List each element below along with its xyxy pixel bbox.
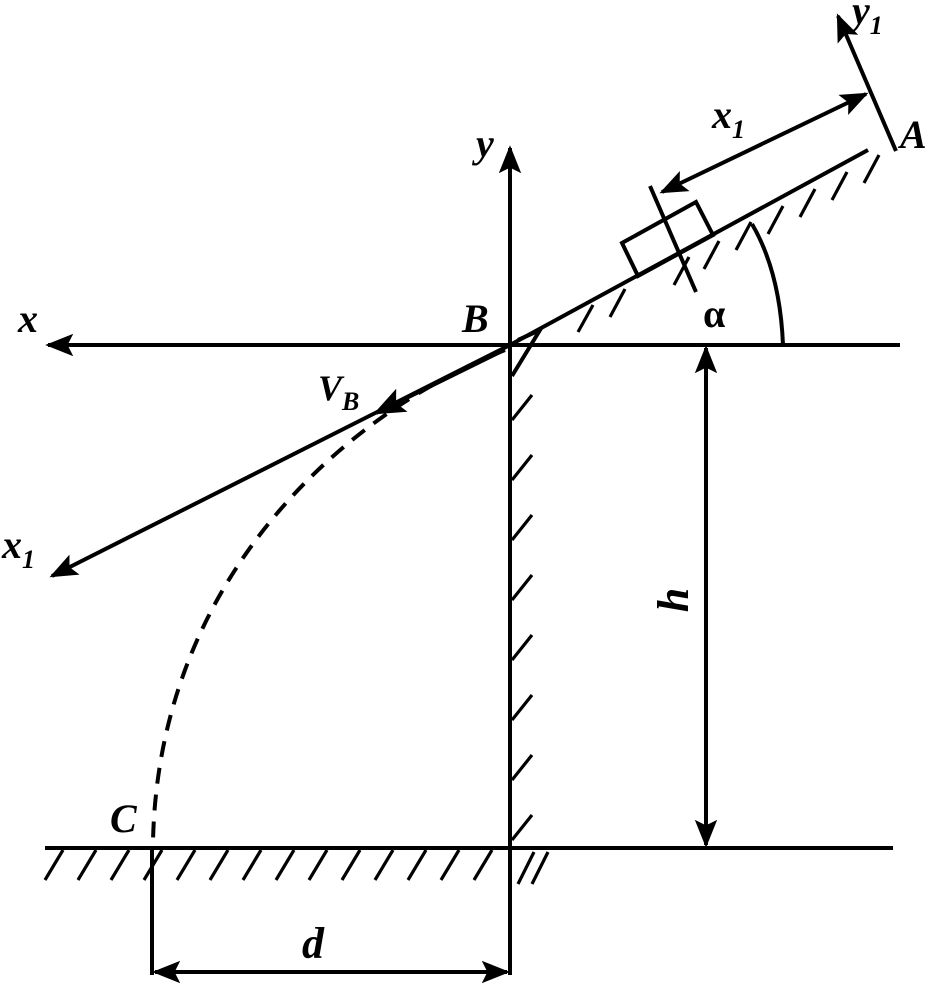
x1-lower-label: x1 [1, 522, 35, 574]
y-axis-label: y [472, 121, 494, 166]
y1-axis-label: y1 [848, 0, 883, 40]
point-b-label: B [461, 296, 489, 341]
alpha-angle-arc [750, 222, 785, 346]
y1-axis [836, 13, 898, 152]
edge-bracket [510, 325, 546, 378]
point-a-label: A [897, 112, 927, 157]
velocity-vb-arrow [373, 350, 501, 415]
alpha-label: α [703, 291, 725, 336]
hatching [43, 154, 881, 885]
d-dimension-label: d [302, 919, 325, 968]
x-axis-label: x [17, 296, 38, 341]
velocity-vb-label: VB [318, 368, 359, 416]
projectile-trajectory [151, 348, 506, 843]
point-c-label: C [110, 796, 138, 841]
x1-top-label: x1 [711, 92, 745, 144]
sliding-block [619, 199, 716, 279]
h-dimension-label: h [649, 588, 698, 612]
x1-dimension-arrow [659, 92, 869, 194]
block-reference-tick [648, 185, 698, 293]
